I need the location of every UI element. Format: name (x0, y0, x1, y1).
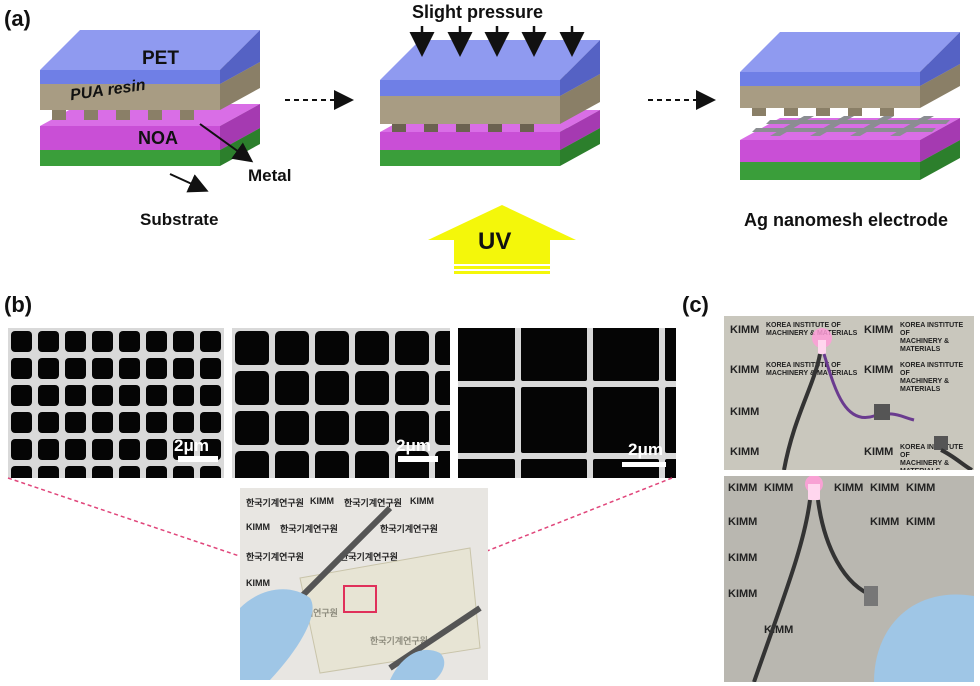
photo-flexible-electrode: 한국기계연구원 KIMM 한국기계연구원 KIMM KIMM 한국기계연구원 한… (240, 488, 488, 680)
photo-korean-logo: 한국기계연구원 (246, 498, 304, 508)
label-metal: Metal (248, 166, 292, 185)
photo-kimm-logo: KIMM (310, 496, 334, 506)
photo-korean-logo: 한국기계연구원 (380, 524, 438, 534)
photo-kimm-logo: KIMM (864, 364, 894, 376)
photo-korean-logo: 한국기계연구원 (340, 552, 398, 562)
photo-kimm-logo: KIMM (410, 496, 434, 506)
pressure-arrows (409, 26, 585, 57)
photo-kimm-logo: KIMM (730, 406, 760, 418)
label-uv: UV (478, 228, 512, 255)
sem-image-large-pitch: 2μm (458, 328, 676, 478)
photo-kimm-logo: KIMM (246, 522, 270, 532)
photo-korean-logo: 한국기계연구원 (246, 552, 304, 562)
photo-kimm-logo: KIMM (730, 446, 760, 458)
label-pet: PET (142, 48, 179, 69)
photo-kimm-logo: KIMM (728, 516, 758, 528)
label-slight-pressure: Slight pressure (412, 2, 544, 22)
panel-a-label: (a) (4, 6, 31, 31)
photo-led-bent: KIMM KIMM KIMM KIMM KIMM KIMM KIMM KIMM … (724, 476, 974, 682)
panel-a-schematic (40, 26, 960, 274)
stack3-metal-mesh (752, 116, 950, 136)
photo-kimm-logo: KIMM (834, 482, 864, 494)
photo-kimm-logo: KIMM (864, 446, 894, 458)
stack3-pet (740, 32, 960, 86)
photo-kimm-logo: KIMM (870, 482, 900, 494)
stack3-noa (740, 118, 960, 162)
stack1-pet (40, 30, 260, 84)
photo-kimm-logo: KIMM (728, 552, 758, 564)
uv-arrow (428, 205, 576, 274)
photo-kimm-logo: KIMM (730, 364, 760, 376)
sem-image-small-pitch: 2μm (8, 328, 224, 478)
label-ag-nanomesh: Ag nanomesh electrode (744, 210, 949, 230)
photo-kimm-logo: KIMM (730, 324, 760, 336)
label-substrate: Substrate (140, 210, 219, 229)
photo-korean-logo: 한국기계연구원 (344, 498, 402, 508)
photo-kimm-logo: KIMM (728, 482, 758, 494)
scale-bar-label: 2μm (396, 436, 431, 455)
photo-kimm-logo: KIMM (246, 578, 270, 588)
photo-kimm-logo: KIMM (906, 482, 936, 494)
photo-kimm-logo: KIMM (870, 516, 900, 528)
sem-image-medium-pitch: 2μm (232, 328, 450, 478)
label-noa: NOA (138, 128, 178, 148)
panel-b-label: (b) (4, 292, 33, 317)
scale-bar-label: 2μm (174, 436, 209, 455)
photo-kimm-logo: KIMM (764, 482, 794, 494)
panel-c-label: (c) (682, 292, 709, 317)
photo-korean-logo: 한국기계연구원 (280, 524, 338, 534)
scale-bar-label: 2μm (628, 440, 663, 459)
photo-kimm-logo: KIMM (728, 588, 758, 600)
photo-kimm-logo: KIMM (864, 324, 894, 336)
stack2-pet (380, 40, 600, 96)
photo-kimm-logo: KIMM (906, 516, 936, 528)
